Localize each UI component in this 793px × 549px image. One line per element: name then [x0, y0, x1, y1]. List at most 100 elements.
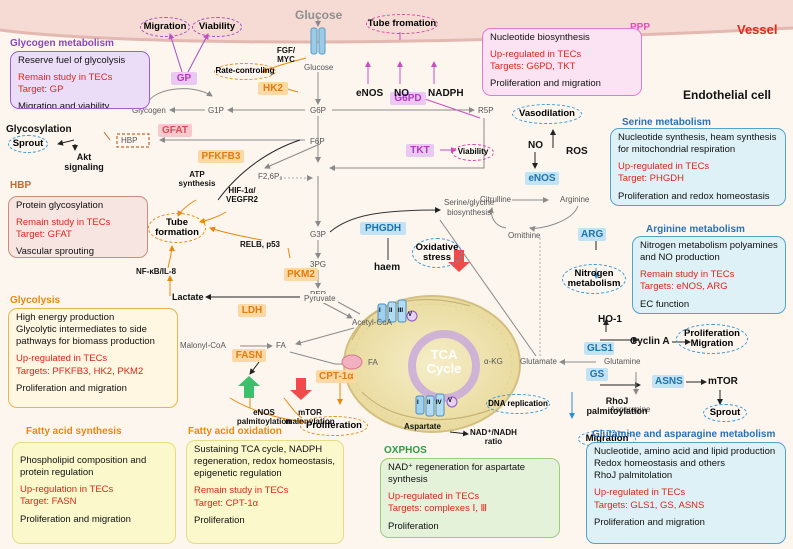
panel-arginine-red-0: Remain study in TECs [640, 269, 735, 281]
panel-glutamine: Nucleotide, amino acid and lipid product… [586, 442, 786, 544]
label-hif: HIF-1α/ VEGFR2 [225, 186, 258, 205]
metabolite-g1p: G1P [208, 106, 225, 115]
oval-migration: Migration [140, 17, 190, 37]
panel-hbp-title: HBP [10, 180, 32, 191]
enzyme-pfkfb3: PFKFB3 [198, 150, 244, 163]
label-ros: ROS [566, 146, 588, 157]
panel-glycogen-red-0: Remain study in TECs [18, 72, 113, 84]
panel-glycogen-lines-0: Reserve fuel of glycolysis [18, 55, 126, 66]
metabolite-glucose: Glucose [304, 63, 334, 72]
enzyme-arg: ARG [578, 228, 606, 241]
label-rhoj-palmitoylation: RhoJ palmitoylation [586, 396, 648, 417]
label-no-top: NO [394, 88, 409, 99]
enzyme-enos: eNOS [525, 172, 559, 185]
label-complex-iv-bottom: IV [436, 400, 442, 406]
metabolite-arginine: Arginine [560, 195, 590, 204]
panel-ppp-title: PPP [630, 22, 651, 33]
enzyme-gfat: GFAT [158, 124, 192, 137]
panel-glycolysis-after-0: Proliferation and migration [16, 382, 127, 394]
panel-glutamine-lines-2: RhoJ palmitolation [594, 470, 673, 482]
enzyme-cpt1a: CPT-1α [316, 370, 356, 383]
label-complex-ii-top: II [389, 308, 393, 314]
metabolite-pyruvate: Pyruvate [304, 294, 336, 303]
panel-serine-lines-0: Nucleotide synthesis, heam synthesis for… [618, 132, 777, 156]
panel-hbp-lines-0: Protein glycosylation [16, 200, 104, 211]
panel-ppp-red-0: Up-regulated in TECs [490, 49, 582, 61]
panel-glycolysis-red-1: Targets: PFKFB3, HK2, PKM2 [16, 365, 144, 377]
metabolite-glutamate: Glutamate [520, 357, 557, 366]
label-enos-palmitoylation: eNOS palmitoylation [236, 408, 292, 427]
panel-arginine-after-0: EC function [640, 298, 690, 310]
metabolite-r5p: R5P [478, 106, 494, 115]
label-no-right: NO [528, 140, 543, 151]
panel-glycolysis-lines-1: Glycolytic intermediates to side pathway… [16, 324, 155, 348]
panel-glutamine-red-1: Targets: GLS1, GS, ASNS [594, 499, 705, 511]
panel-serine-after-0: Proliferation and redox homeostasis [618, 190, 770, 202]
label-atp-synthesis: ATP synthesis [178, 170, 216, 189]
panel-ppp-after-0: Proliferation and migration [490, 78, 601, 90]
panel-fao-red-1: Target: CPT-1α [194, 497, 259, 509]
oval-nitrogen-metabolism: Nitrogen metabolism [562, 264, 626, 294]
enzyme-phgdh: PHGDH [360, 222, 406, 235]
panel-serine-red-0: Up-regulated in TECs [618, 161, 710, 173]
panel-arginine-title: Arginine metabolism [646, 224, 745, 235]
label-relb: RELB, p53 [240, 240, 281, 249]
oval-sprout-right: Sprout [703, 404, 747, 422]
metabolite-nad-ratio: NAD⁺/NADH ratio [470, 428, 517, 447]
panel-oxphos-red-1: Targets: complexes Ⅰ, Ⅲ [388, 503, 488, 515]
metabolite-acetyl-coa: Acetyl-CoA [352, 318, 393, 327]
panel-oxphos-title: OXPHOS [384, 445, 427, 456]
metabolite-citrulline: Citrulline [480, 195, 512, 204]
metabolite-f26p2: F2,6P₂ [258, 172, 283, 181]
label-enos-top: eNOS [356, 88, 384, 99]
label-complex-v-top: V [408, 312, 413, 318]
oval-sprout-left: Sprout [8, 135, 48, 153]
label-tca-cycle: TCA Cycle [426, 347, 462, 377]
label-complex-v-bottom: V [448, 398, 453, 404]
panel-ppp-lines-0: Nucleotide biosynthesis [490, 32, 590, 43]
label-cyclin-a: Cyclin A [630, 336, 670, 347]
enzyme-pkm2: PKM2 [284, 268, 318, 281]
panel-glutamine-title: Glutamine and asparagine metabolism [592, 429, 776, 440]
vessel-label: Vessel [737, 22, 778, 37]
enzyme-gs: GS [586, 368, 608, 381]
panel-fao-after-0: Proliferation [194, 514, 245, 526]
panel-hbp-red-0: Remain study in TECs [16, 217, 111, 229]
label-complex-iii-top: III [398, 308, 404, 314]
panel-fao-lines-0: Sustaining TCA cycle, NADPH regeneration… [194, 444, 335, 480]
label-nadph: NADPH [428, 88, 464, 99]
panel-glutamine-lines-0: Nucleotide, amino acid and lipid product… [594, 446, 776, 457]
enzyme-tkt: TKT [406, 144, 434, 157]
panel-arginine-lines-0: Nitrogen metabolism polyamines and NO pr… [640, 240, 778, 264]
label-haem: haem [374, 262, 401, 273]
metabolite-f6p: F6P [310, 137, 325, 146]
metabolite-asparagine: Asparagine [610, 405, 651, 414]
metabolite-ornithine: Ornithine [508, 231, 541, 240]
panel-glycolysis-red-0: Up-regulated in TECs [16, 353, 108, 365]
panel-fas: Phospholipid composition and protein reg… [12, 442, 176, 544]
label-complex-i-top: I [379, 308, 381, 314]
panel-serine: Nucleotide synthesis, heam synthesis for… [610, 128, 786, 206]
panel-glycolysis-title: Glycolysis [10, 295, 61, 306]
oval-oxidative-stress: Oxidative stress [412, 238, 462, 268]
panel-hbp-red-1: Target: GFAT [16, 229, 72, 241]
label-complex-i-bottom: I [417, 400, 419, 406]
panel-hbp-after-0: Vascular sprouting [16, 246, 94, 258]
oval-proliferation-migration: Proliferation Migration [676, 324, 748, 354]
metabolite-akg: α-KG [484, 357, 503, 366]
panel-fas-red-1: Target: FASN [20, 496, 77, 508]
panel-oxphos-after-0: Proliferation [388, 520, 439, 532]
panel-glycogen-after-0: Migration and viability [18, 101, 110, 109]
oval-proliferation-mid: Proliferation [300, 416, 368, 436]
metabolite-glutamine: Glutamine [604, 357, 641, 366]
panel-glutamine-after-0: Proliferation and migration [594, 516, 705, 528]
label-fgf-myc: FGF/ MYC [276, 46, 296, 65]
panel-glutamine-lines-1: Redox homeostasis and others [594, 458, 725, 470]
metabolite-aspartate: Aspartate [404, 422, 441, 431]
panel-glutamine-red-0: Up-regulated in TECs [594, 487, 686, 499]
metabolite-g6p: G6P [310, 106, 327, 115]
